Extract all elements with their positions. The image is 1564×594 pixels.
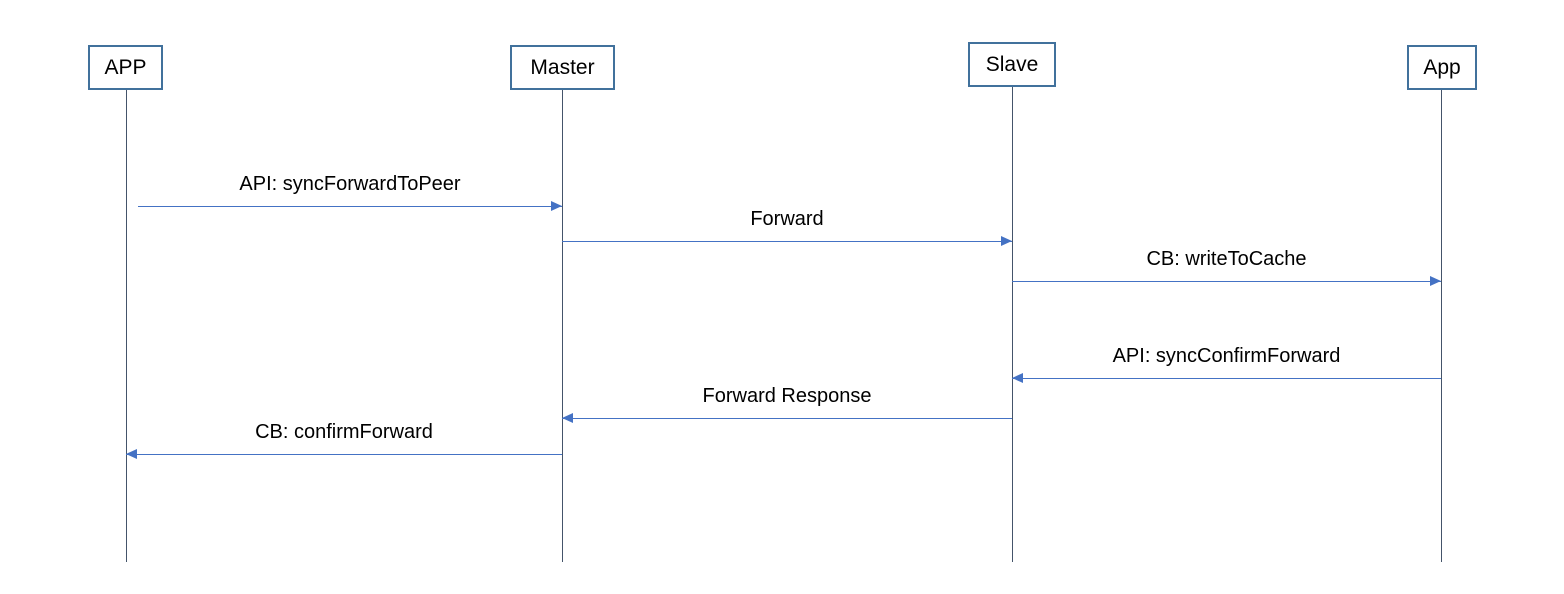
message-label-msg-3: CB: writeToCache xyxy=(1146,248,1307,270)
arrowhead-right-icon xyxy=(1430,276,1441,286)
lifeline-slave xyxy=(1012,87,1013,562)
message-line-msg-4 xyxy=(1012,378,1441,379)
arrowhead-left-icon xyxy=(1012,373,1023,383)
message-label-msg-5: Forward Response xyxy=(702,385,872,407)
message-line-msg-3 xyxy=(1012,281,1441,282)
participant-box-app-right[interactable]: App xyxy=(1407,45,1477,90)
participant-box-master[interactable]: Master xyxy=(510,45,615,90)
lifeline-app-left xyxy=(126,90,127,562)
lifeline-master xyxy=(562,90,563,562)
lifeline-app-right xyxy=(1441,90,1442,562)
arrowhead-left-icon xyxy=(126,449,137,459)
participant-label-app-left: APP xyxy=(104,56,147,79)
participant-label-master: Master xyxy=(530,56,595,79)
participant-box-slave[interactable]: Slave xyxy=(968,42,1056,87)
participant-box-app-left[interactable]: APP xyxy=(88,45,163,90)
message-line-msg-1 xyxy=(138,206,562,207)
participant-label-app-right: App xyxy=(1423,56,1461,79)
message-line-msg-6 xyxy=(126,454,562,455)
message-line-msg-2 xyxy=(562,241,1012,242)
message-label-msg-1: API: syncForwardToPeer xyxy=(239,173,461,195)
message-label-msg-2: Forward xyxy=(750,208,824,230)
arrowhead-left-icon xyxy=(562,413,573,423)
arrowhead-right-icon xyxy=(1001,236,1012,246)
message-label-msg-6: CB: confirmForward xyxy=(255,421,433,443)
participant-label-slave: Slave xyxy=(985,53,1039,76)
message-line-msg-5 xyxy=(562,418,1012,419)
arrowhead-right-icon xyxy=(551,201,562,211)
message-label-msg-4: API: syncConfirmForward xyxy=(1112,345,1341,367)
